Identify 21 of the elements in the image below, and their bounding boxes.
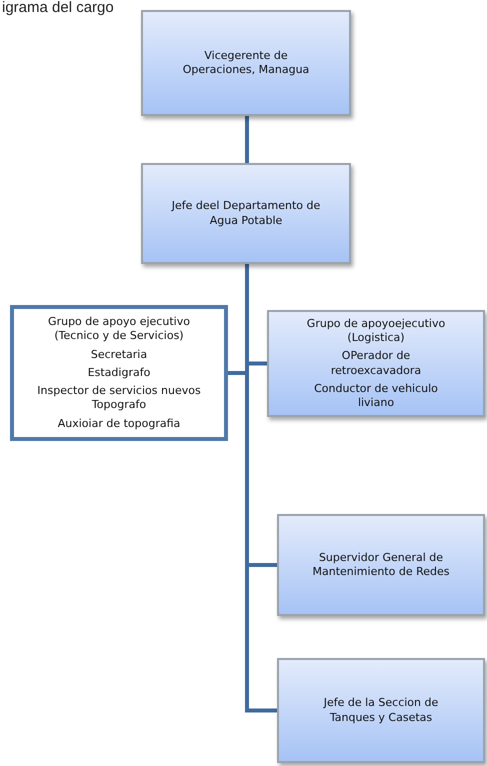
position-box: [277, 658, 485, 763]
position-label: Conductor de vehiculo liviano: [313, 382, 439, 410]
position-label: Inspector de servicios nuevos Topografo: [36, 384, 202, 413]
position-label: Supervidor General de Mantenimiento de Redes: [311, 550, 450, 580]
position-label: OPerador de retroexcavadora: [330, 349, 422, 378]
position-label: Estadigrafo: [88, 366, 150, 380]
position-label: Auxioiar de topografia: [58, 416, 180, 432]
position-label: Grupo de apoyo ejecutivo (Tecnico y de Servicios): [47, 314, 191, 344]
connector-line: [245, 116, 249, 163]
position-label: Vicegerente de Operaciones, Managua: [182, 48, 310, 78]
position-box: [267, 310, 485, 417]
position-box: [277, 514, 485, 616]
position-label: Jefe deel Departamento de Agua Potable: [170, 199, 322, 228]
connector-line: [245, 264, 277, 712]
position-label: Grupo de apoyoejecutivo (Logistica): [306, 316, 446, 346]
diagram-title: igrama del cargo: [2, 0, 114, 15]
group-box: [10, 305, 228, 441]
position-label: Secretaria: [90, 348, 148, 362]
position-box: [141, 163, 351, 264]
position-box: [141, 10, 351, 116]
position-label: Jefe de la Seccion de Tanques y Casetas: [322, 696, 440, 725]
